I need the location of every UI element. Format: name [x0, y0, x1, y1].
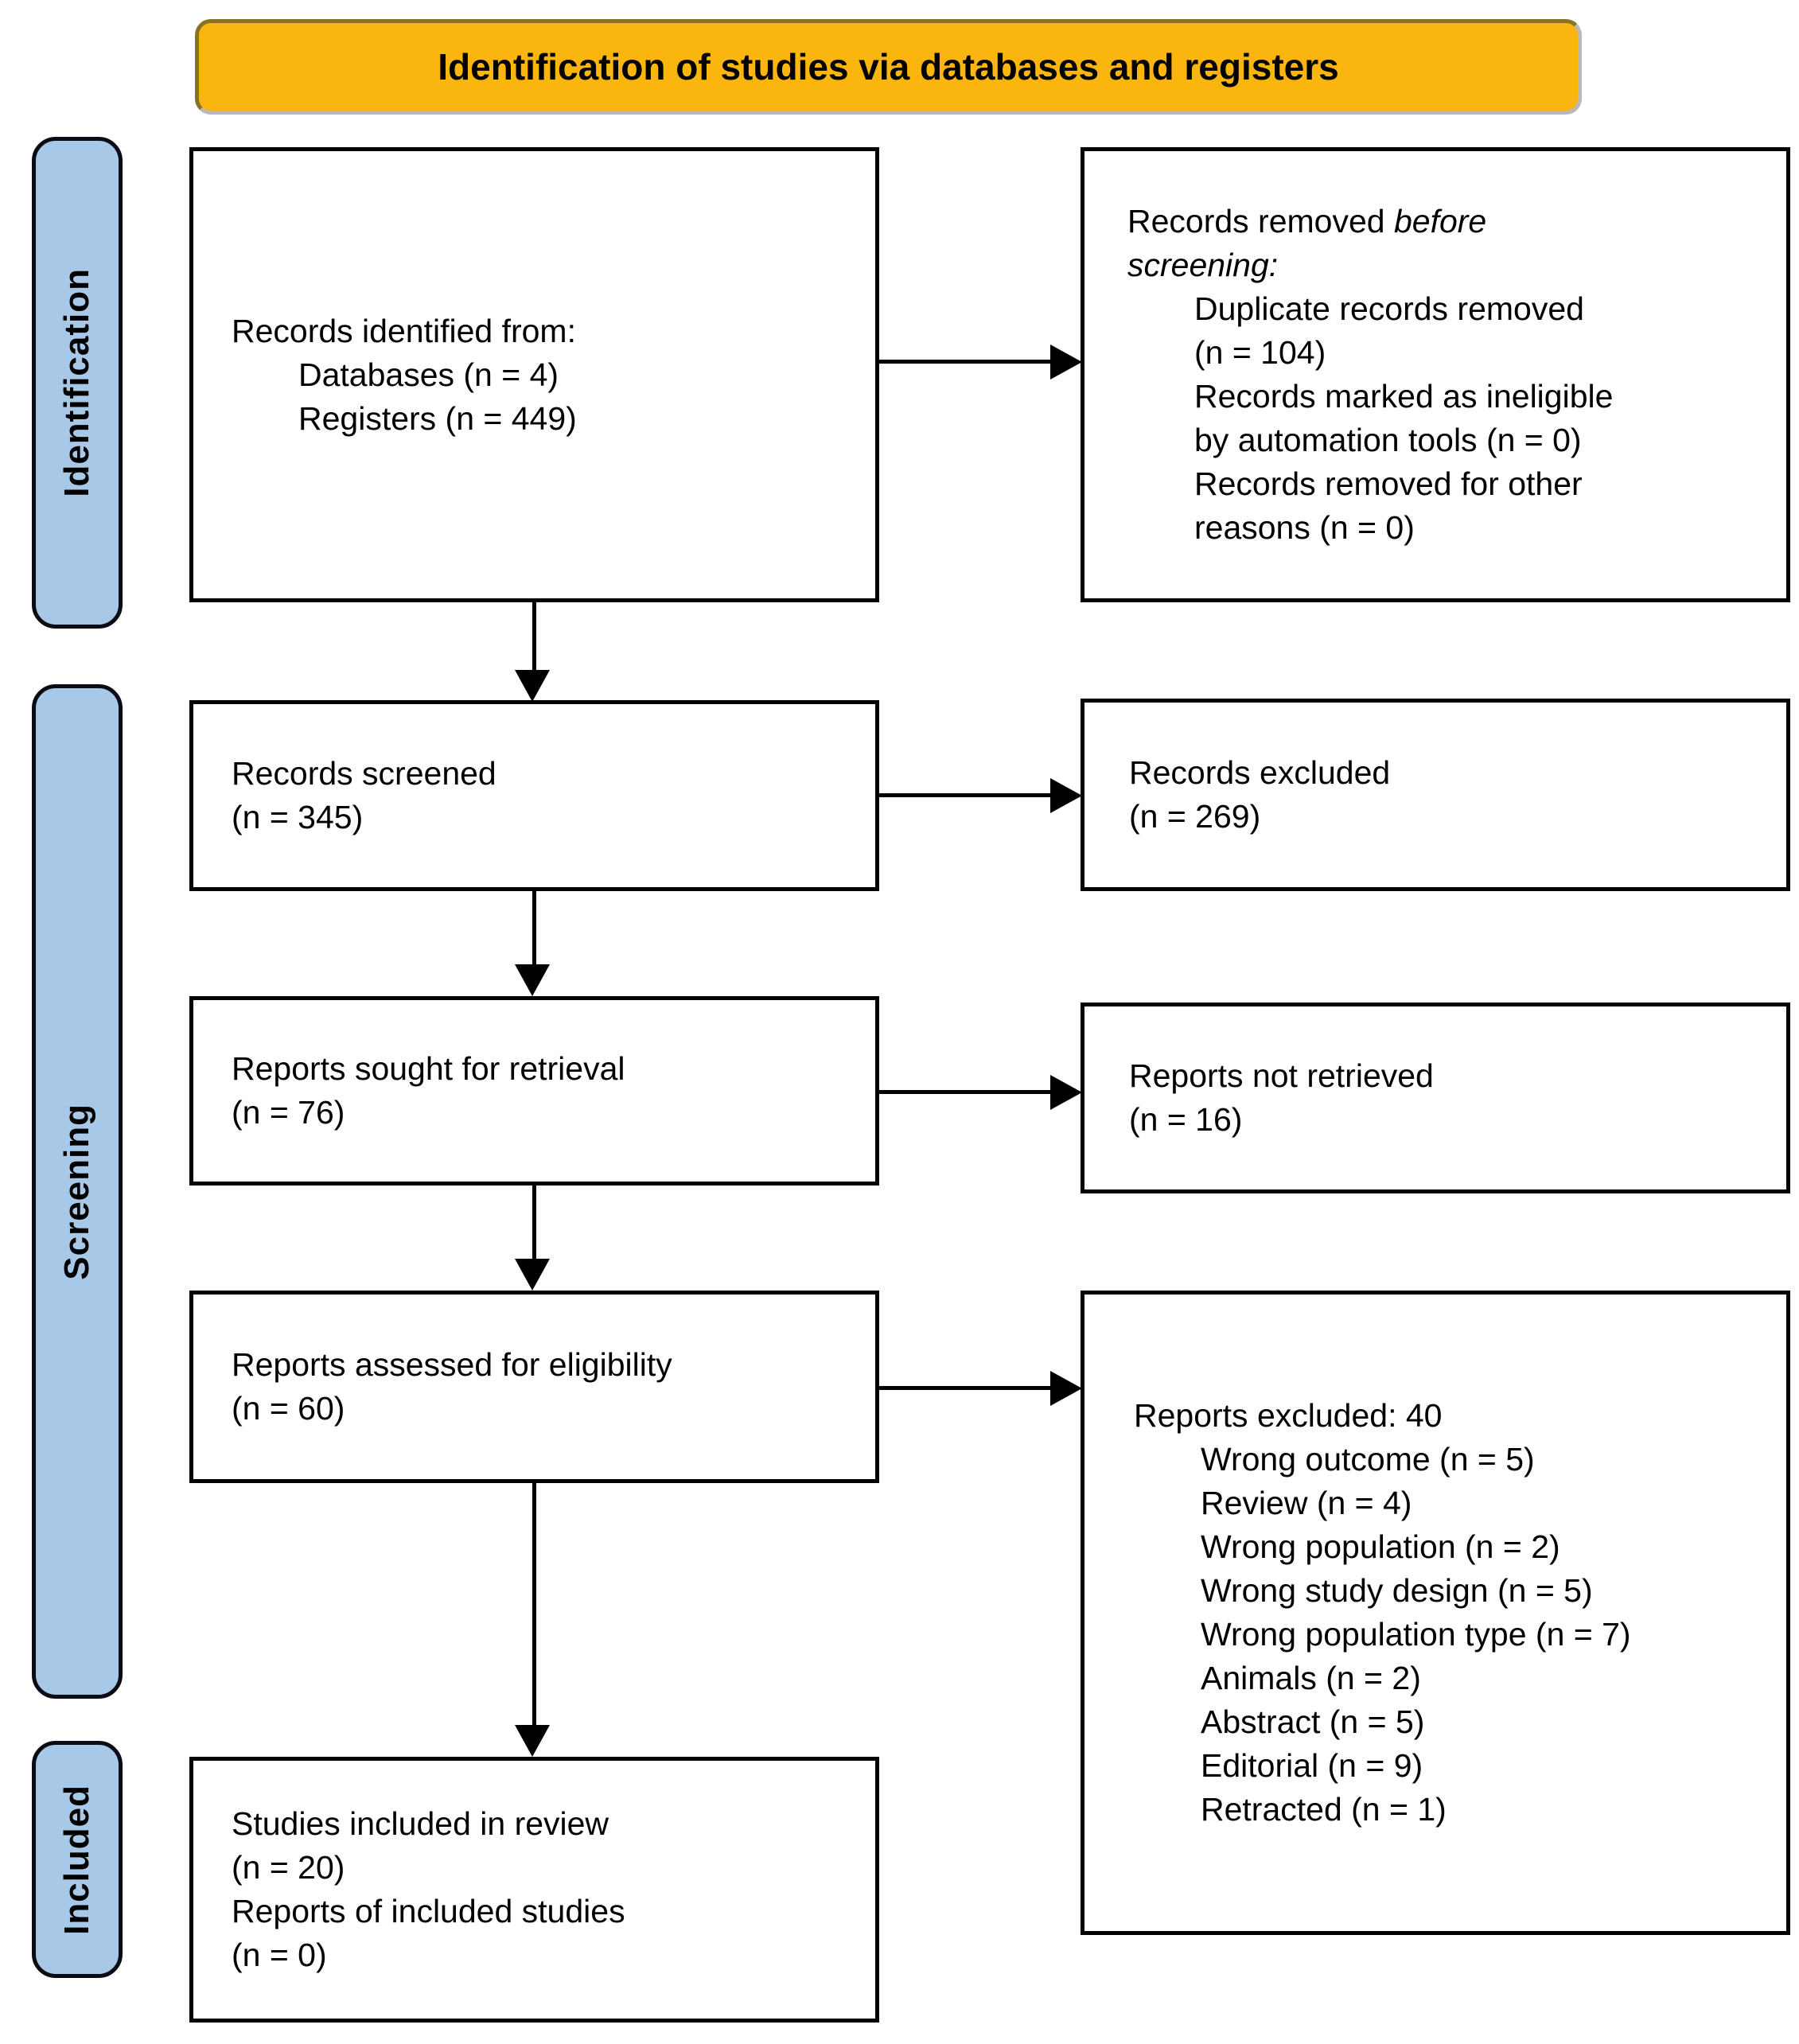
records-removed-item-line: Records marked as ineligible [1194, 378, 1614, 415]
studies-included-line2: Reports of included studies [232, 1893, 625, 1929]
reports-excluded-item: Animals (n = 2) [1201, 1660, 1421, 1696]
reports-excluded-item: Wrong population (n = 2) [1201, 1528, 1560, 1565]
arrowhead-identified-to-removed [1050, 345, 1082, 380]
records-screened-count: (n = 345) [232, 799, 364, 835]
studies-included-count2: (n = 0) [232, 1937, 327, 1973]
box-reports-excluded: Reports excluded: 40 Wrong outcome (n = … [1081, 1291, 1790, 1935]
arrow-line-sought-to-assessed [532, 1186, 536, 1261]
banner: Identification of studies via databases … [195, 19, 1582, 115]
box-reports-assessed: Reports assessed for eligibility (n = 60… [189, 1291, 879, 1483]
stage-label-screening: Screening [32, 684, 123, 1699]
box-records-identified: Records identified from: Databases (n = … [189, 147, 879, 602]
box-records-removed: Records removed before screening: Duplic… [1081, 147, 1790, 602]
records-removed-item-line: by automation tools (n = 0) [1194, 422, 1582, 458]
stage-label-identification: Identification [32, 137, 123, 629]
reports-assessed-count: (n = 60) [232, 1390, 345, 1427]
arrowhead-sought-to-not-retrieved [1050, 1075, 1082, 1110]
box-reports-not-retrieved: Reports not retrieved (n = 16) [1081, 1003, 1790, 1193]
records-removed-heading-normal: Records removed [1127, 203, 1394, 239]
records-removed-heading-line2: screening: [1127, 247, 1279, 283]
arrowhead-assessed-to-excluded [1050, 1371, 1082, 1406]
records-removed-item-line: reasons (n = 0) [1194, 509, 1415, 546]
records-removed-heading-italic: before [1393, 203, 1487, 239]
stage-label-included-text: Included [57, 1784, 96, 1935]
reports-excluded-item: Abstract (n = 5) [1201, 1703, 1425, 1740]
reports-excluded-item: Editorial (n = 9) [1201, 1747, 1423, 1784]
records-identified-item: Databases (n = 4) [298, 356, 559, 393]
arrowhead-identified-to-screened [515, 670, 550, 702]
reports-excluded-item: Wrong population type (n = 7) [1201, 1616, 1631, 1653]
arrow-line-identified-to-removed [879, 360, 1053, 364]
records-excluded-count: (n = 269) [1129, 798, 1261, 835]
arrow-line-screened-to-sought [532, 891, 536, 967]
box-reports-sought: Reports sought for retrieval (n = 76) [189, 996, 879, 1186]
box-studies-included: Studies included in review (n = 20) Repo… [189, 1757, 879, 2023]
records-screened-line: Records screened [232, 755, 496, 792]
box-records-excluded: Records excluded (n = 269) [1081, 699, 1790, 891]
reports-not-retrieved-line: Reports not retrieved [1129, 1057, 1434, 1094]
arrow-line-screened-to-excluded [879, 793, 1053, 797]
reports-excluded-heading: Reports excluded: 40 [1134, 1397, 1443, 1434]
reports-sought-line: Reports sought for retrieval [232, 1050, 625, 1087]
reports-excluded-item: Wrong outcome (n = 5) [1201, 1441, 1535, 1478]
arrow-line-assessed-to-included [532, 1483, 536, 1728]
arrowhead-screened-to-sought [515, 964, 550, 996]
banner-title: Identification of studies via databases … [438, 46, 1339, 88]
arrowhead-assessed-to-included [515, 1725, 550, 1757]
stage-label-included: Included [32, 1741, 123, 1978]
reports-excluded-item: Retracted (n = 1) [1201, 1791, 1447, 1828]
studies-included-count1: (n = 20) [232, 1849, 345, 1886]
reports-excluded-item: Review (n = 4) [1201, 1485, 1412, 1521]
records-removed-heading-line1: Records removed before [1127, 200, 1762, 243]
reports-excluded-item: Wrong study design (n = 5) [1201, 1572, 1593, 1609]
arrow-line-identified-to-screened [532, 602, 536, 672]
records-removed-item-line: Duplicate records removed [1194, 290, 1584, 327]
records-excluded-line: Records excluded [1129, 754, 1391, 791]
reports-assessed-line: Reports assessed for eligibility [232, 1346, 672, 1383]
reports-sought-count: (n = 76) [232, 1094, 345, 1131]
records-identified-item: Registers (n = 449) [298, 399, 577, 437]
arrow-line-sought-to-not-retrieved [879, 1090, 1053, 1094]
records-removed-item-line: Records removed for other [1194, 465, 1583, 502]
arrow-line-assessed-to-excluded [879, 1386, 1053, 1390]
arrowhead-sought-to-assessed [515, 1259, 550, 1291]
records-removed-item-line: (n = 104) [1194, 334, 1326, 371]
arrowhead-screened-to-excluded [1050, 778, 1082, 813]
stage-label-identification-text: Identification [57, 268, 96, 497]
reports-not-retrieved-count: (n = 16) [1129, 1101, 1243, 1138]
box-records-screened: Records screened (n = 345) [189, 700, 879, 891]
records-identified-heading: Records identified from: [232, 312, 576, 349]
stage-label-screening-text: Screening [57, 1103, 96, 1280]
studies-included-line1: Studies included in review [232, 1805, 609, 1842]
